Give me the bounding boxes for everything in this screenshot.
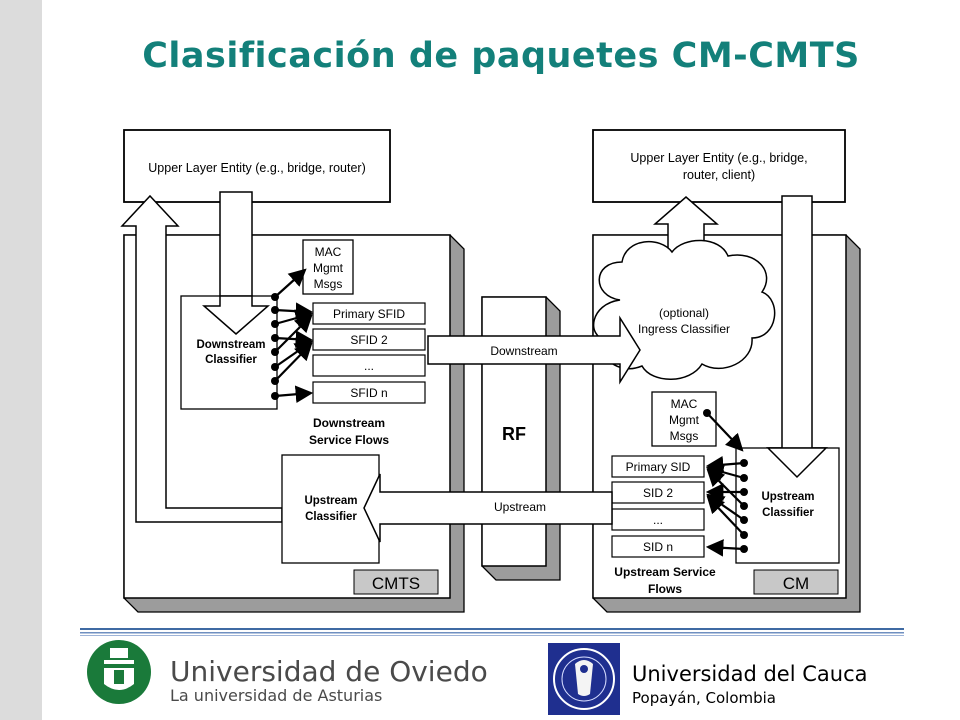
cmts-upstream-classifier-label-2: Classifier <box>305 511 357 523</box>
upstream-classifier-dots <box>703 409 748 553</box>
cm-mac-line-3: Msgs <box>670 429 699 443</box>
cmts-upstream-classifier-label-1: Upstream <box>304 495 357 507</box>
cm-upper-layer-box: Upper Layer Entity (e.g., bridge, router… <box>592 129 846 203</box>
left-accent-bar <box>0 0 42 720</box>
downstream-classifier-label-2: Classifier <box>205 354 257 366</box>
cmts-label: CMTS <box>372 574 420 593</box>
footer-rule <box>80 628 904 636</box>
upstream-flows-caption-1: Upstream Service <box>614 565 716 579</box>
upstream-link-arrow: Upstream <box>363 473 613 543</box>
upstream-classifier-connectors <box>705 412 745 557</box>
ingress-line-1: (optional) <box>659 306 709 320</box>
cm-upstream-classifier-label-1: Upstream <box>761 491 814 503</box>
cmts-upstream-classifier-box: Upstream Classifier <box>281 454 380 564</box>
cm-upstream-classifier-label-2: Classifier <box>762 507 814 519</box>
downstream-classifier-label-1: Downstream <box>196 339 265 351</box>
sid-ellipsis: ... <box>653 513 663 527</box>
downstream-flows-caption-1: Downstream <box>313 416 385 430</box>
sid-primary: Primary SID <box>626 460 691 474</box>
cmts-label-box: CMTS <box>353 569 439 595</box>
cm-upstream-classifier-box: Upstream Classifier <box>735 447 840 564</box>
downstream-link-label: Downstream <box>490 344 557 358</box>
cmts-mac-line-1: MAC <box>315 245 342 259</box>
oviedo-subtitle: La universidad de Asturias <box>170 686 383 705</box>
downstream-flows-caption-2: Service Flows <box>309 433 389 447</box>
sfid-ellipsis: ... <box>364 359 374 373</box>
downstream-link-arrow: Downstream <box>427 315 641 385</box>
upstream-service-flows: Primary SID SID 2 ... SID n Upstream Ser… <box>611 455 716 596</box>
sid-n: SID n <box>643 540 673 554</box>
cm-mac-mgmt-box: MAC Mgmt Msgs <box>651 391 717 447</box>
cm-upper-layer-line-1: Upper Layer Entity (e.g., bridge, <box>630 151 807 165</box>
sfid-2: SFID 2 <box>350 333 388 347</box>
cauca-logo <box>548 643 620 715</box>
cm-label-box: CM <box>753 569 839 595</box>
downstream-classifier-dots <box>271 293 279 400</box>
downstream-classifier-connectors <box>274 268 314 404</box>
cmts-mac-mgmt-box: MAC Mgmt Msgs <box>302 239 354 295</box>
cauca-name: Universidad del Cauca <box>632 662 868 686</box>
cm-label: CM <box>783 574 809 593</box>
upstream-flows-caption-2: Flows <box>648 582 682 596</box>
sfid-n: SFID n <box>350 386 387 400</box>
rf-label: RF <box>502 424 526 444</box>
cmts-mac-line-2: Mgmt <box>313 261 344 275</box>
oviedo-name: Universidad de Oviedo <box>170 655 488 688</box>
slide-title: Clasificación de paquetes CM-CMTS <box>142 36 860 76</box>
cmts-upper-layer-label: Upper Layer Entity (e.g., bridge, router… <box>148 161 365 175</box>
cmts-upper-layer-box: Upper Layer Entity (e.g., bridge, router… <box>123 129 391 203</box>
ingress-classifier-cloud: (optional) Ingress Classifier <box>592 239 776 380</box>
upstream-link-label: Upstream <box>494 500 546 514</box>
cmts-mac-line-3: Msgs <box>314 277 343 291</box>
cm-mac-line-1: MAC <box>671 397 698 411</box>
ingress-line-2: Ingress Classifier <box>638 322 730 336</box>
sid-2: SID 2 <box>643 486 673 500</box>
sfid-primary: Primary SFID <box>333 307 405 321</box>
cauca-subtitle: Popayán, Colombia <box>632 689 777 707</box>
cm-mac-line-2: Mgmt <box>669 413 700 427</box>
cm-upper-layer-line-2: router, client) <box>683 168 755 182</box>
oviedo-logo <box>87 640 151 704</box>
